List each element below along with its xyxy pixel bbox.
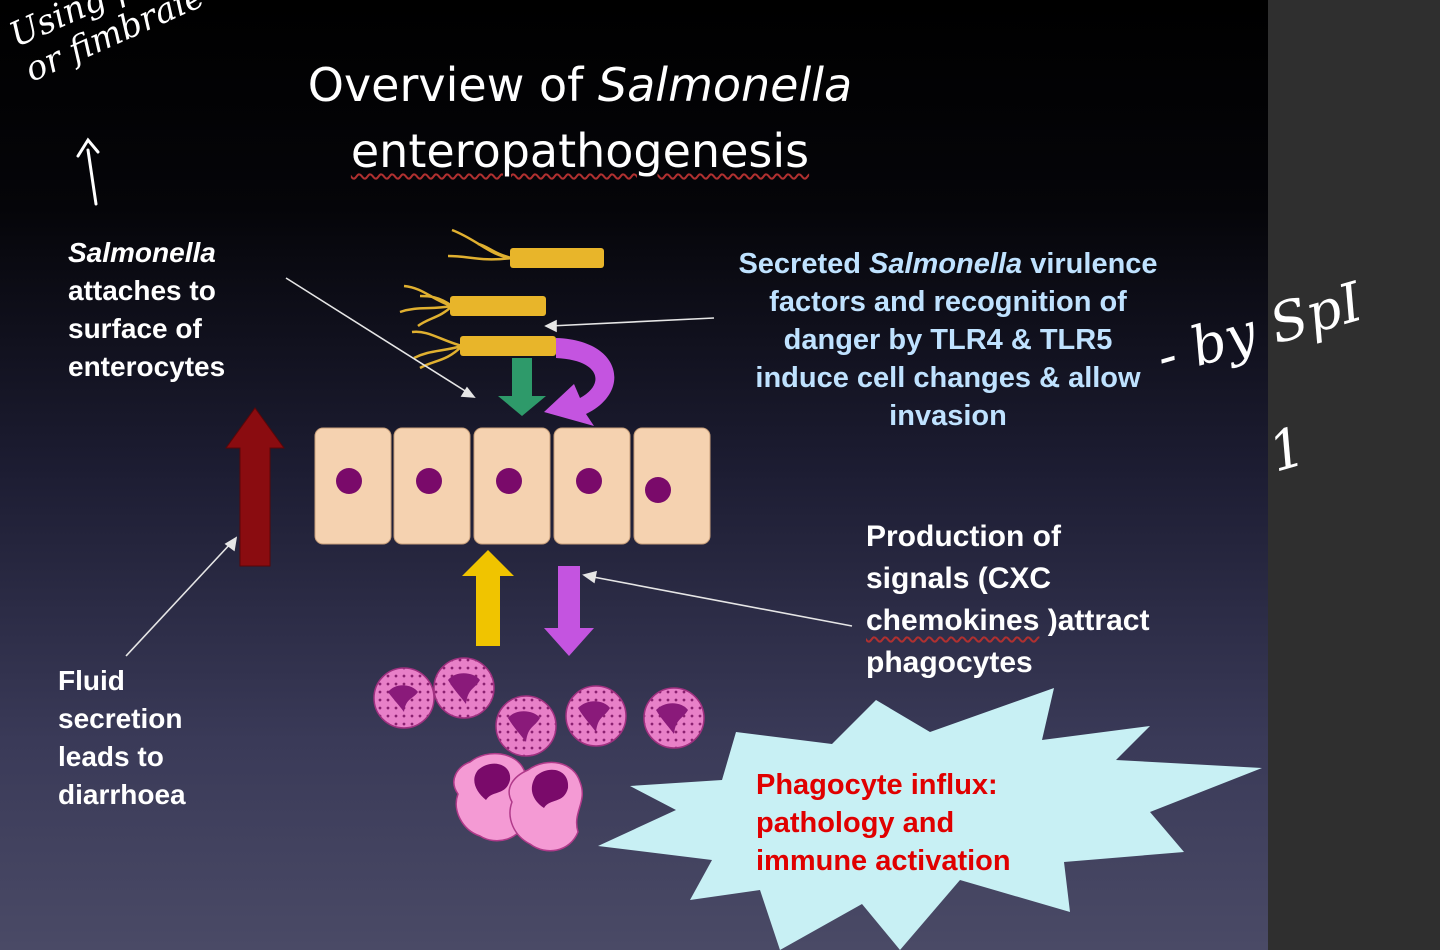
influx-3: immune activation [756, 845, 1011, 877]
title-line2: enteropathogenesis [350, 124, 810, 178]
fluid-3: leads to [58, 741, 164, 772]
secreted-5: invasion [889, 400, 1007, 432]
title-italic: Salmonella [597, 58, 853, 112]
pointer-secreted [549, 317, 715, 327]
fluid-1: Fluid [58, 665, 125, 696]
secreted-4: induce cell changes & allow [755, 362, 1141, 394]
influx-1: Phagocyte influx: [756, 769, 998, 801]
fluid-2: secretion [58, 703, 183, 734]
purple-down-arrow [544, 566, 594, 656]
attach-line2: surface of [68, 313, 202, 344]
secreted-1b: Salmonella [869, 248, 1023, 280]
nucleus-3 [496, 468, 522, 494]
phagocyte-group [373, 657, 705, 757]
label-attach: Salmonella attaches to surface of entero… [68, 234, 225, 386]
production-2: signals (CXC [866, 562, 1052, 595]
macrophage-group [453, 752, 583, 852]
nucleus-2 [416, 468, 442, 494]
label-secreted: Secreted Salmonella virulence factors an… [700, 245, 1196, 435]
secreted-1a: Secreted [738, 248, 870, 280]
attach-line3: enterocytes [68, 351, 226, 382]
attach-line1: attaches to [68, 275, 216, 306]
phagocyte-1 [373, 667, 435, 729]
slide-title: Overview of Salmonella enteropathogenesi… [250, 52, 910, 184]
fluid-4: diarrhoea [58, 779, 186, 810]
yellow-up-arrow [462, 550, 514, 646]
label-influx: Phagocyte influx: pathology and immune a… [756, 766, 1011, 880]
bacterium-bottom [411, 330, 556, 370]
enterocyte-row [314, 427, 711, 545]
phagocyte-4 [565, 685, 627, 747]
attach-italic: Salmonella [68, 237, 216, 268]
secreted-1c: virulence [1022, 248, 1158, 280]
secreted-3: danger by TLR4 & TLR5 [783, 324, 1113, 356]
phagocyte-3 [495, 695, 557, 757]
right-margin-panel [1268, 0, 1440, 950]
nucleus-5 [645, 477, 671, 503]
bacterium-middle [399, 284, 546, 328]
handwriting-caret [76, 137, 100, 206]
label-production: Production of signals (CXC chemokines )a… [866, 516, 1149, 684]
enterocyte-5 [633, 427, 711, 545]
production-4: phagocytes [866, 646, 1033, 679]
label-fluid: Fluid secretion leads to diarrhoea [58, 662, 186, 814]
phagocyte-2 [433, 657, 495, 719]
phagocyte-influx-starburst [598, 688, 1262, 950]
influx-2: pathology and [756, 807, 955, 839]
production-3a: chemokines [866, 604, 1040, 637]
nucleus-4 [576, 468, 602, 494]
bacterium-top [447, 228, 604, 268]
nucleus-1 [336, 468, 362, 494]
secreted-2: factors and recognition of [769, 286, 1127, 318]
pointer-production [587, 575, 853, 627]
purple-curved-arrow [544, 338, 615, 426]
green-arrow [498, 358, 546, 416]
phagocyte-5 [643, 687, 705, 749]
production-3b: )attract [1039, 604, 1150, 637]
pointer-fluid [125, 541, 233, 657]
pointer-attach [285, 277, 471, 395]
production-1: Production of [866, 520, 1061, 553]
title-text: Overview of [307, 58, 598, 112]
fluid-secretion-arrow [225, 407, 285, 567]
